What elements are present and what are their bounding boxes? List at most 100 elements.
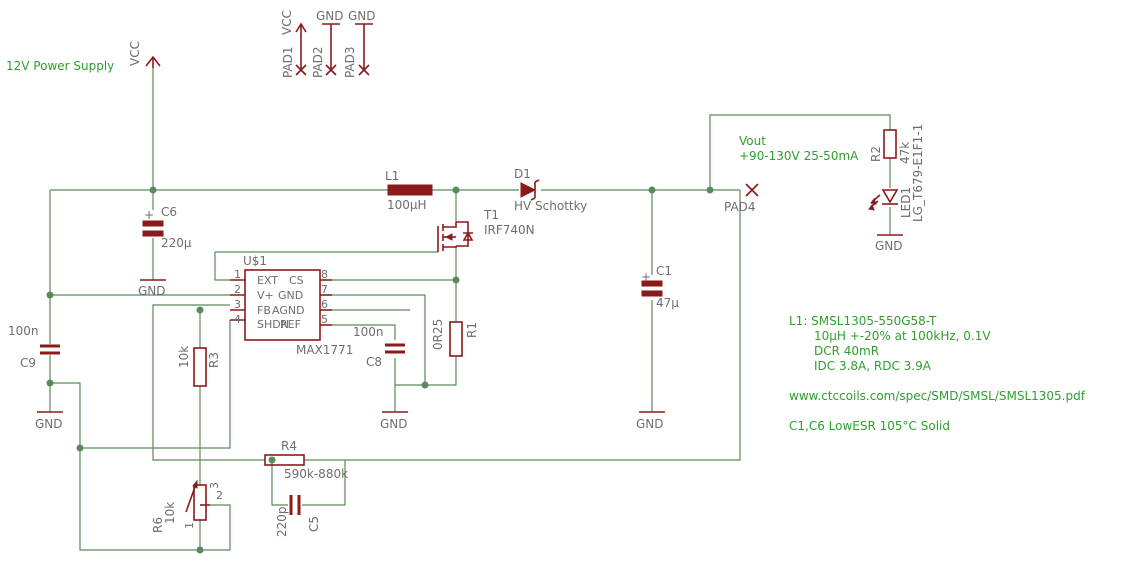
junction bbox=[648, 186, 656, 194]
diode-d1: D1 HV Schottky bbox=[514, 167, 587, 213]
ic-num-left-2: 2 bbox=[234, 283, 241, 296]
gnd-symbol-led: GND bbox=[875, 234, 903, 253]
junction bbox=[46, 291, 54, 299]
caps-note: C1,C6 LowESR 105°C Solid bbox=[789, 419, 950, 433]
d1-name: D1 bbox=[514, 167, 531, 181]
ic-name: U$1 bbox=[243, 254, 267, 268]
led-led1: LED1 LG_T679-E1F1-1 bbox=[868, 124, 925, 222]
wires bbox=[49, 68, 891, 551]
junction bbox=[452, 186, 460, 194]
c6-value: 220µ bbox=[161, 236, 192, 250]
led1-value: LG_T679-E1F1-1 bbox=[911, 124, 925, 222]
pad2-label: PAD2 bbox=[311, 46, 325, 78]
ic-pin-left-2: V+ bbox=[257, 289, 274, 302]
gnd-label: GND bbox=[138, 284, 166, 298]
r6-pin2: 2 bbox=[216, 489, 223, 502]
r6-name: R6 bbox=[151, 517, 165, 533]
c5-value: 220p bbox=[275, 506, 289, 537]
c6-name: C6 bbox=[161, 205, 177, 219]
capacitor-c6: + C6 220µ bbox=[142, 205, 192, 250]
r3-value: 10k bbox=[177, 346, 191, 368]
gnd-symbol-c9: GND bbox=[35, 410, 63, 431]
ic-u1: U$1 MAX1771 EXT V+ FB SHDN CS GND AGND R… bbox=[230, 254, 353, 357]
c1-plus: + bbox=[641, 270, 651, 284]
r3-name: R3 bbox=[207, 352, 221, 368]
ic-pin-right-2: GND bbox=[278, 289, 303, 302]
resistor-r2: R2 47k bbox=[869, 129, 912, 164]
mosfet-t1: T1 IRF740N bbox=[437, 208, 535, 252]
pad3-group: GND PAD3 bbox=[343, 9, 376, 78]
resistor-r1: R1 0R25 bbox=[431, 319, 479, 357]
inductor-l1: L1 100µH bbox=[385, 169, 433, 212]
gnd-symbol-c1: GND bbox=[636, 411, 665, 431]
l1-note-3: DCR 40mR bbox=[814, 344, 879, 358]
t1-name: T1 bbox=[483, 208, 499, 222]
l1-note-1: L1: SMSL1305-550G58-T bbox=[789, 314, 937, 328]
gnd-label: GND bbox=[35, 417, 63, 431]
c9-value: 100n bbox=[8, 324, 39, 338]
pad1-label: PAD1 bbox=[281, 46, 295, 78]
junction bbox=[706, 186, 714, 194]
r2-value: 47k bbox=[898, 142, 912, 164]
pad2-gnd-label: GND bbox=[316, 9, 344, 23]
pad1-group: VCC PAD1 bbox=[280, 10, 307, 78]
capacitor-c9: 100n C9 bbox=[8, 324, 60, 370]
junction bbox=[196, 546, 204, 554]
pad4-marker bbox=[745, 183, 759, 197]
gnd-label: GND bbox=[875, 239, 903, 253]
junctions bbox=[46, 186, 714, 554]
d1-value: HV Schottky bbox=[514, 199, 587, 213]
junction bbox=[421, 381, 429, 389]
c1-value: 47µ bbox=[656, 296, 679, 310]
l1-value: 100µH bbox=[387, 198, 427, 212]
l1-note-4: IDC 3.8A, RDC 3.9A bbox=[814, 359, 932, 373]
ic-num-left-3: 3 bbox=[234, 298, 241, 311]
capacitor-c8: 100n C8 bbox=[353, 325, 405, 369]
pad2-group: GND PAD2 bbox=[311, 9, 344, 78]
r2-name: R2 bbox=[869, 146, 883, 162]
vcc-main-label: VCC bbox=[128, 41, 142, 66]
r6-value: 10k bbox=[163, 502, 177, 524]
ic-num-left-4: 4 bbox=[234, 313, 241, 326]
ic-pin-left-4: SHDN bbox=[257, 318, 289, 331]
junction bbox=[268, 456, 276, 464]
c6-plus: + bbox=[144, 208, 154, 222]
l1-name: L1 bbox=[385, 169, 399, 183]
pad4-label: PAD4 bbox=[724, 200, 756, 214]
ic-num-right-3: 6 bbox=[321, 298, 328, 311]
l1-note-2: 10µH +-20% at 100kHz, 0.1V bbox=[814, 329, 991, 343]
r1-value: 0R25 bbox=[431, 319, 445, 350]
c8-value: 100n bbox=[353, 325, 384, 339]
t1-value: IRF740N bbox=[484, 223, 535, 237]
vcc-main-symbol: VCC bbox=[128, 41, 161, 68]
junction bbox=[76, 444, 84, 452]
potentiometer-r6: R6 10k 1 2 3 bbox=[151, 479, 223, 533]
gnd-label: GND bbox=[380, 417, 408, 431]
r6-pin1: 1 bbox=[183, 522, 196, 529]
junction bbox=[46, 379, 54, 387]
supply-note: 12V Power Supply bbox=[6, 59, 114, 73]
junction bbox=[196, 306, 204, 314]
pad1-vcc-label: VCC bbox=[280, 10, 294, 35]
notes: Vout +90-130V 25-50mA L1: SMSL1305-550G5… bbox=[739, 134, 1086, 433]
c9-name: C9 bbox=[20, 356, 36, 370]
ic-pin-right-1: CS bbox=[289, 274, 304, 287]
r1-name: R1 bbox=[465, 322, 479, 338]
led1-name: LED1 bbox=[899, 187, 913, 218]
url-note: www.ctccoils.com/spec/SMD/SMSL/SMSL1305.… bbox=[789, 389, 1086, 403]
capacitor-c5: 220p C5 bbox=[275, 495, 321, 537]
ic-pin-right-4: REF bbox=[280, 318, 301, 331]
ic-pin-left-1: EXT bbox=[257, 274, 278, 287]
junction bbox=[452, 276, 460, 284]
pad3-gnd-label: GND bbox=[348, 9, 376, 23]
ic-value: MAX1771 bbox=[296, 343, 353, 357]
ic-num-right-4: 5 bbox=[321, 313, 328, 326]
vout-range: +90-130V 25-50mA bbox=[739, 149, 859, 163]
resistor-r4: R4 590k-880k bbox=[264, 439, 348, 481]
ic-num-right-1: 8 bbox=[321, 268, 328, 281]
pad3-label: PAD3 bbox=[343, 46, 357, 78]
resistor-r3: R3 10k bbox=[177, 346, 221, 387]
ic-pin-left-3: FB bbox=[257, 304, 271, 317]
r6-pin3: 3 bbox=[208, 482, 221, 489]
